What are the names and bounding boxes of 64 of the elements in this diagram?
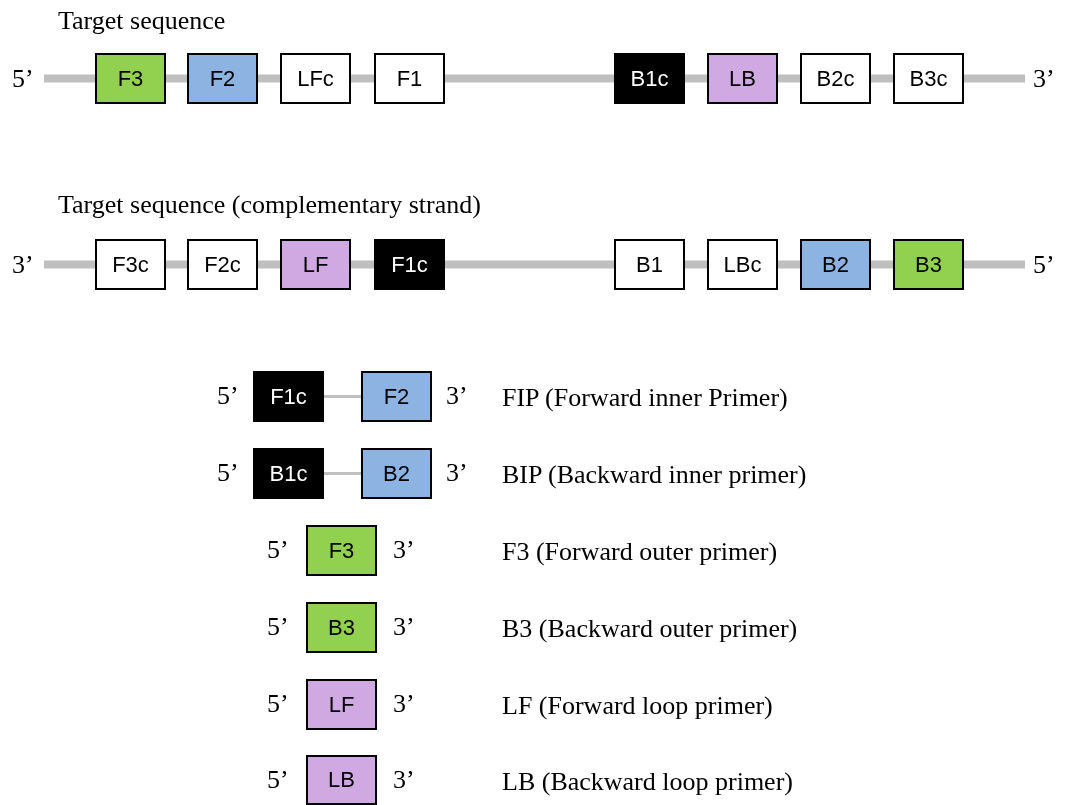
dna-strand-line bbox=[685, 74, 707, 83]
strand-end-label: 3’ bbox=[393, 612, 415, 642]
region-box: B3 bbox=[306, 602, 377, 653]
strand-end-label: 3’ bbox=[12, 250, 34, 280]
primer-name-label: LB (Backward loop primer) bbox=[502, 767, 793, 797]
strand-end-label: 5’ bbox=[217, 381, 239, 411]
region-box: F3c bbox=[95, 239, 166, 290]
strand-end-label: 5’ bbox=[12, 64, 34, 94]
heading-label: Target sequence (complementary strand) bbox=[58, 190, 481, 220]
dna-strand-line bbox=[258, 260, 280, 269]
region-box: B3c bbox=[893, 53, 964, 104]
region-box: B2 bbox=[361, 448, 432, 499]
region-box: LBc bbox=[707, 239, 778, 290]
strand-end-label: 3’ bbox=[393, 689, 415, 719]
dna-strand-line bbox=[778, 260, 800, 269]
region-box: B1 bbox=[614, 239, 685, 290]
region-box: B1c bbox=[253, 448, 324, 499]
strand-end-label: 3’ bbox=[393, 535, 415, 565]
region-box: B2c bbox=[800, 53, 871, 104]
region-box: F3 bbox=[95, 53, 166, 104]
strand-end-label: 3’ bbox=[393, 765, 415, 795]
strand-end-label: 5’ bbox=[267, 535, 289, 565]
strand-end-label: 3’ bbox=[446, 381, 468, 411]
primer-name-label: BIP (Backward inner primer) bbox=[502, 460, 807, 490]
primer-name-label: F3 (Forward outer primer) bbox=[502, 537, 778, 567]
dna-strand-line bbox=[445, 260, 614, 269]
region-box: F1 bbox=[374, 53, 445, 104]
strand-end-label: 3’ bbox=[446, 458, 468, 488]
region-box: F2 bbox=[361, 371, 432, 422]
region-box: LF bbox=[306, 679, 377, 730]
dna-strand-line bbox=[871, 260, 893, 269]
region-box: B2 bbox=[800, 239, 871, 290]
dna-strand-line bbox=[445, 74, 614, 83]
region-box: F3 bbox=[306, 525, 377, 576]
primer-name-label: B3 (Backward outer primer) bbox=[502, 614, 798, 644]
region-box: F2c bbox=[187, 239, 258, 290]
linker-line bbox=[324, 395, 361, 398]
region-box: LB bbox=[306, 755, 377, 805]
dna-strand-line bbox=[351, 74, 374, 83]
region-box: LB bbox=[707, 53, 778, 104]
strand-end-label: 5’ bbox=[267, 765, 289, 795]
dna-strand-line bbox=[351, 260, 374, 269]
dna-strand-line bbox=[166, 260, 187, 269]
region-box: F1c bbox=[253, 371, 324, 422]
heading-label: Target sequence bbox=[58, 6, 226, 36]
dna-strand-line bbox=[778, 74, 800, 83]
region-box: B1c bbox=[614, 53, 685, 104]
primer-name-label: LF (Forward loop primer) bbox=[502, 691, 773, 721]
strand-end-label: 3’ bbox=[1033, 64, 1055, 94]
region-box: F2 bbox=[187, 53, 258, 104]
dna-strand-line bbox=[871, 74, 893, 83]
strand-end-label: 5’ bbox=[217, 458, 239, 488]
region-box: LF bbox=[280, 239, 351, 290]
primer-name-label: FIP (Forward inner Primer) bbox=[502, 383, 788, 413]
dna-strand-line bbox=[685, 260, 707, 269]
strand-end-label: 5’ bbox=[1033, 250, 1055, 280]
region-box: B3 bbox=[893, 239, 964, 290]
strand-end-label: 5’ bbox=[267, 612, 289, 642]
region-box: LFc bbox=[280, 53, 351, 104]
strand-end-label: 5’ bbox=[267, 689, 289, 719]
linker-line bbox=[324, 472, 361, 475]
dna-strand-line bbox=[166, 74, 187, 83]
region-box: F1c bbox=[374, 239, 445, 290]
dna-strand-line bbox=[258, 74, 280, 83]
